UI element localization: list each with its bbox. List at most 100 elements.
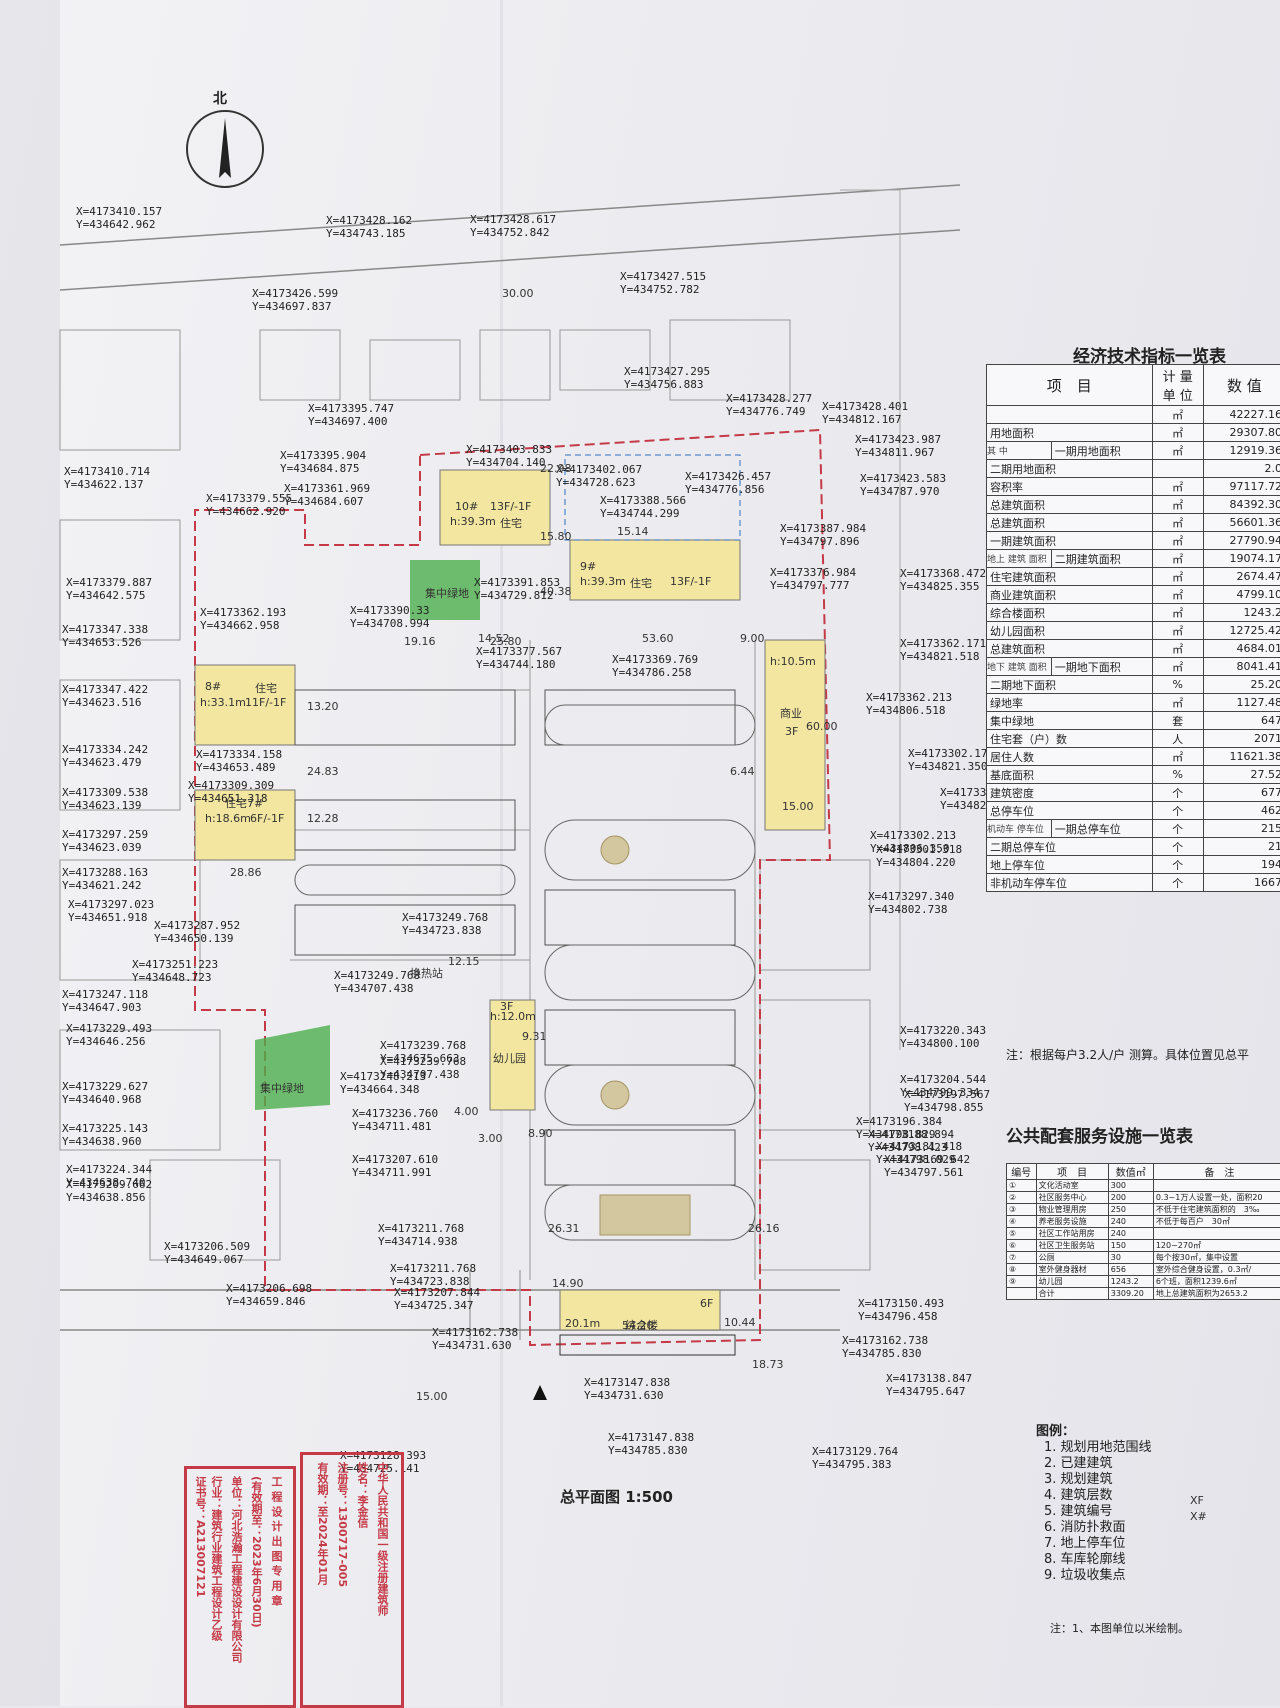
architect-seal-line: 姓名：李金信 bbox=[354, 1462, 370, 1528]
public-facility-cell: 室外综合健身设置，0.3㎡/ bbox=[1153, 1264, 1280, 1276]
coordinate-label: X=4173369.769 Y=434786.258 bbox=[612, 653, 698, 679]
econ-row-label: 住宅套（户）数 bbox=[987, 730, 1153, 748]
public-facility-cell: ⑧ bbox=[1007, 1264, 1037, 1276]
complex-building-floors: 6F bbox=[700, 1297, 713, 1310]
coordinate-label: X=4173220.343 Y=434800.100 bbox=[900, 1024, 986, 1050]
building-8-floors: 11F/-1F bbox=[245, 696, 286, 709]
building-8-number: 8# bbox=[205, 680, 221, 693]
public-facility-cell: 240 bbox=[1108, 1228, 1153, 1240]
dimension-label: 6.44 bbox=[730, 765, 755, 778]
coordinate-label: X=4173368.472 Y=434825.355 bbox=[900, 567, 986, 593]
coordinate-label: X=4173302.171 Y=434821.350 bbox=[908, 747, 994, 773]
coordinate-label: X=4173423.583 Y=434787.970 bbox=[860, 472, 946, 498]
dimension-label: 9.31 bbox=[522, 1030, 547, 1043]
public-facility-head-cell: 备 注 bbox=[1153, 1164, 1280, 1180]
coordinate-label: X=4173162.738 Y=434785.830 bbox=[842, 1334, 928, 1360]
econ-row-unit: ㎡ bbox=[1152, 640, 1203, 658]
public-facility-cell: 250 bbox=[1108, 1204, 1153, 1216]
coordinate-label: X=4173297.023 Y=434651.918 bbox=[68, 898, 154, 924]
econ-note: 注：根据每户3.2人/户 测算。具体位置见总平 bbox=[1006, 1046, 1249, 1063]
coordinate-label: X=4173362.171 Y=434821.518 bbox=[900, 637, 986, 663]
coordinate-label: X=4173301.318 Y=434804.220 bbox=[876, 843, 962, 869]
legend-item: 8. 车库轮廓线 bbox=[1044, 1552, 1152, 1568]
public-facility-cell: 社区工作站用房 bbox=[1036, 1228, 1108, 1240]
dimension-label: 10.44 bbox=[724, 1316, 756, 1329]
dimension-label: 25.80 bbox=[490, 635, 522, 648]
public-facility-cell: 6个班，面积1239.6㎡ bbox=[1153, 1276, 1280, 1288]
dimension-label: 28.86 bbox=[230, 866, 262, 879]
substation-label: 换热站 bbox=[410, 965, 443, 981]
dimension-label: 24.83 bbox=[307, 765, 339, 778]
public-facility-cell bbox=[1153, 1228, 1280, 1240]
coordinate-label: X=4173426.457 Y=434776.856 bbox=[685, 470, 771, 496]
econ-row-label: 基底面积 bbox=[987, 766, 1153, 784]
coordinate-label: X=4173362.213 Y=434806.518 bbox=[866, 691, 952, 717]
econ-row-value: 21 bbox=[1203, 838, 1280, 856]
coordinate-label: X=4173362.193 Y=434662.958 bbox=[200, 606, 286, 632]
econ-row-label: 建筑密度 bbox=[987, 784, 1153, 802]
architect-seal-line: 中华人民共和国一级注册建筑师 bbox=[374, 1462, 390, 1616]
public-facility-cell: 1243.2 bbox=[1108, 1276, 1153, 1288]
econ-row-unit: 个 bbox=[1152, 838, 1203, 856]
econ-row-value: 2.0 bbox=[1203, 460, 1280, 478]
econ-row-label: 用地面积 bbox=[987, 424, 1153, 442]
dimension-label: 8.90 bbox=[528, 1127, 553, 1140]
public-facility-cell: ④ bbox=[1007, 1216, 1037, 1228]
econ-row-label: 住宅建筑面积 bbox=[987, 568, 1153, 586]
econ-head-unit: 计 量 单 位 bbox=[1152, 365, 1203, 406]
econ-row-unit: 个 bbox=[1152, 784, 1203, 802]
north-arrow-icon bbox=[186, 110, 264, 188]
econ-row-label: 居住人数 bbox=[987, 748, 1153, 766]
econ-row-value: 84392.30 bbox=[1203, 496, 1280, 514]
econ-row-value: 1127.48 bbox=[1203, 694, 1280, 712]
public-facility-cell: 每个按30㎡，集中设置 bbox=[1153, 1252, 1280, 1264]
econ-row-label: 一期建筑面积 bbox=[987, 532, 1153, 550]
coordinate-label: X=4173211.768 Y=434723.838 bbox=[390, 1262, 476, 1288]
public-facility-cell bbox=[1153, 1180, 1280, 1192]
dimension-label: 26.31 bbox=[548, 1222, 580, 1235]
coordinate-label: X=4173387.984 Y=434797.896 bbox=[780, 522, 866, 548]
dimension-label: 40.38 bbox=[540, 585, 572, 598]
public-facility-cell: 养老服务设施 bbox=[1036, 1216, 1108, 1228]
shop-height: h:10.5m bbox=[770, 655, 816, 668]
econ-row-label: 商业建筑面积 bbox=[987, 586, 1153, 604]
building-7-height: h:18.6m bbox=[205, 812, 251, 825]
coordinate-label: X=4173229.493 Y=434646.256 bbox=[66, 1022, 152, 1048]
econ-row-unit: ㎡ bbox=[1152, 442, 1203, 460]
econ-row-unit: 人 bbox=[1152, 730, 1203, 748]
coordinate-label: X=4173379.555 Y=434662.920 bbox=[206, 492, 292, 518]
econ-head-value: 数 值 bbox=[1203, 365, 1280, 406]
econ-row-label: 地上停车位 bbox=[987, 856, 1153, 874]
coordinate-label: X=4173376.984 Y=434797.777 bbox=[770, 566, 856, 592]
public-facility-cell: 文化活动室 bbox=[1036, 1180, 1108, 1192]
econ-row-value: 4799.10 bbox=[1203, 586, 1280, 604]
coordinate-label: X=4173410.157 Y=434642.962 bbox=[76, 205, 162, 231]
coordinate-label: X=4173147.838 Y=434731.630 bbox=[584, 1376, 670, 1402]
econ-row-label: 综合楼面积 bbox=[987, 604, 1153, 622]
coordinate-label: X=4173249.768 Y=434707.438 bbox=[334, 969, 420, 995]
coordinate-label: X=4173247.118 Y=434647.903 bbox=[62, 988, 148, 1014]
dimension-label: 13.20 bbox=[307, 700, 339, 713]
econ-row-unit: ㎡ bbox=[1152, 748, 1203, 766]
legend-item: 2. 已建建筑 bbox=[1044, 1456, 1152, 1472]
econ-row-unit: ㎡ bbox=[1152, 604, 1203, 622]
econ-row-value: 4684.01 bbox=[1203, 640, 1280, 658]
legend-item: 6. 消防扑救面 bbox=[1044, 1520, 1152, 1536]
